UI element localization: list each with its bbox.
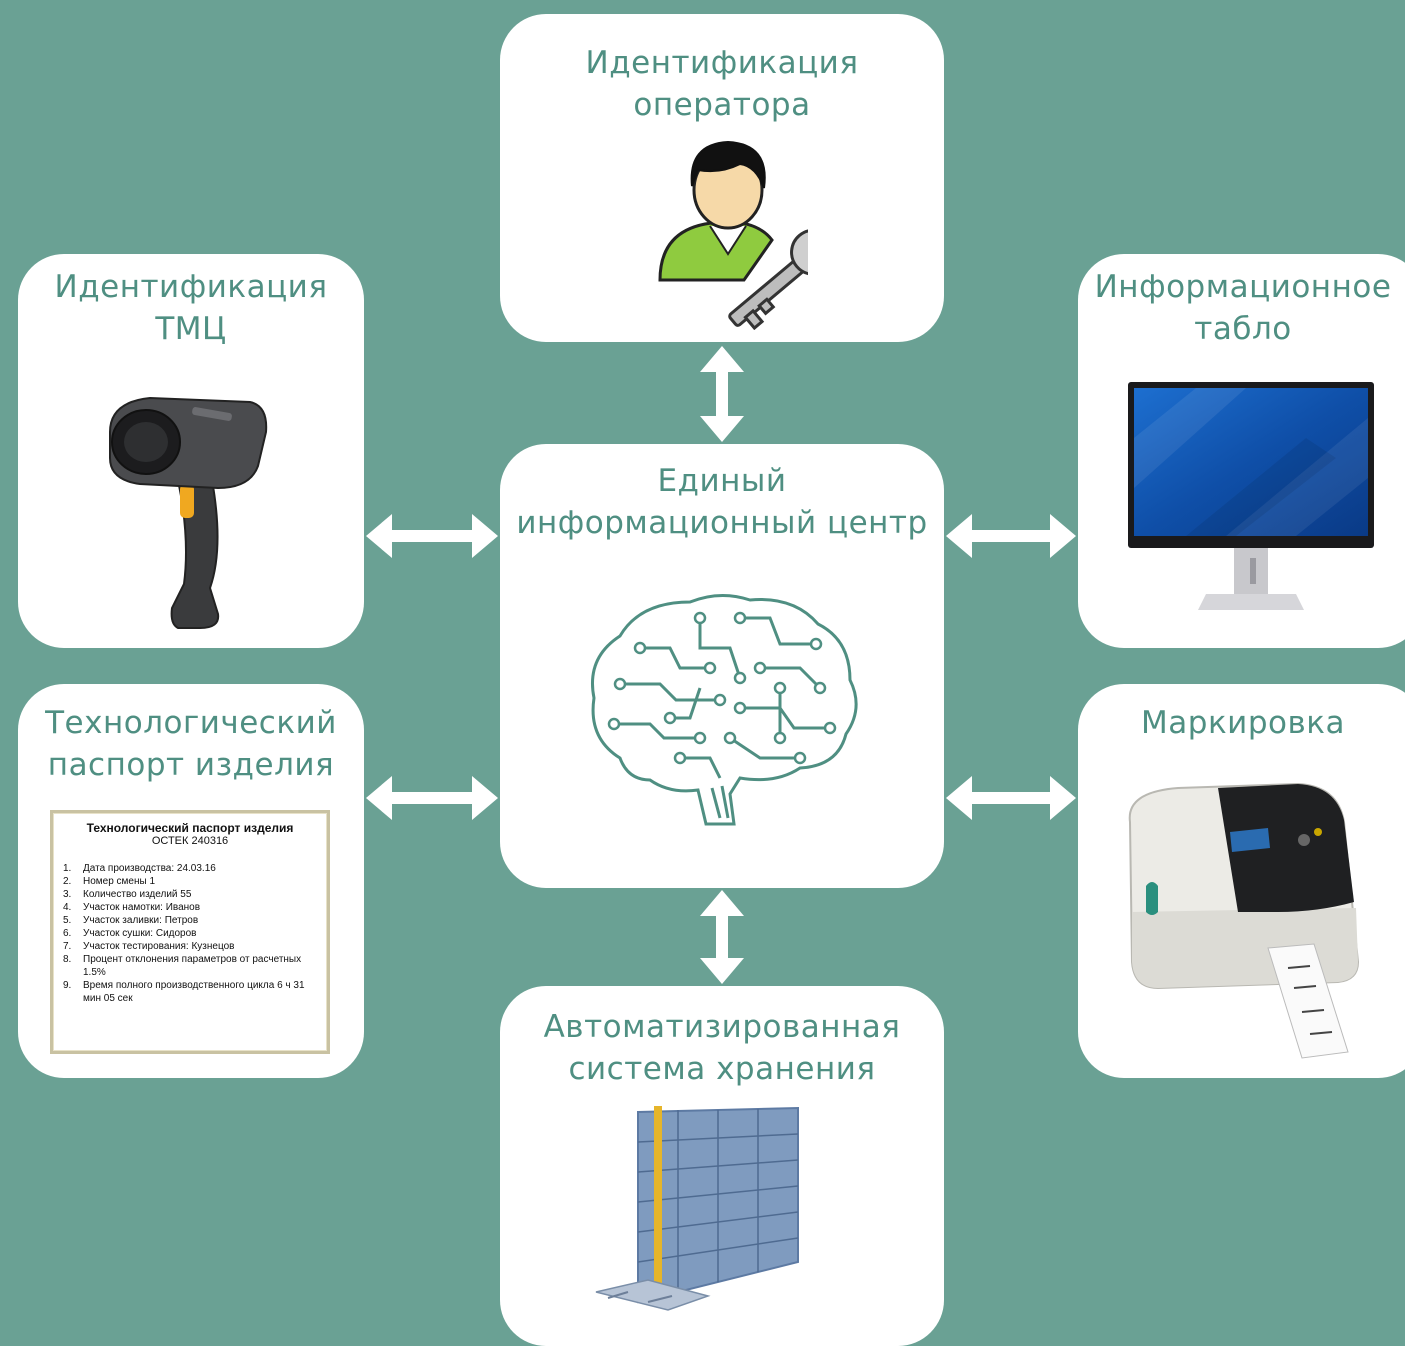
arrow-operator-center bbox=[700, 346, 744, 442]
operator-card: Идентификация оператора bbox=[500, 14, 944, 342]
barcode-scanner-icon bbox=[109, 396, 268, 629]
storage-card: Автоматизированная система хранения bbox=[500, 986, 944, 1346]
operator-title: Идентификация оператора bbox=[585, 45, 859, 123]
list-item: 4.Участок намотки: Иванов bbox=[63, 902, 201, 913]
list-item: 1.Дата производства: 24.03.16 bbox=[63, 863, 216, 874]
storage-title: Автоматизированная система хранения bbox=[543, 1009, 901, 1087]
marking-title: Маркировка bbox=[1141, 705, 1345, 741]
list-item: 5.Участок заливки: Петров bbox=[63, 915, 199, 926]
tmc-card: Идентификация ТМЦ bbox=[18, 254, 364, 648]
center-card: Единый информационный центр bbox=[500, 444, 944, 888]
display-card: Информационное табло bbox=[1078, 254, 1405, 648]
label-printer-icon bbox=[1128, 782, 1360, 1059]
passport-title: Технологический паспорт изделия bbox=[45, 705, 337, 783]
tmc-title: Идентификация ТМЦ bbox=[54, 269, 328, 347]
arrow-marking-center bbox=[946, 776, 1076, 820]
list-item: 3.Количество изделий 55 bbox=[63, 889, 192, 900]
list-item: 8.Процент отклонения параметров от расче… bbox=[63, 954, 302, 978]
arrow-storage-center bbox=[700, 890, 744, 984]
arrow-passport-center bbox=[366, 776, 498, 820]
monitor-icon bbox=[1128, 382, 1374, 610]
marking-card: Маркировка bbox=[1078, 684, 1405, 1078]
user-key-icon bbox=[658, 140, 808, 330]
storage-rack-icon bbox=[595, 1106, 799, 1311]
center-title: Единый информационный центр bbox=[516, 463, 928, 541]
list-item: 6.Участок сушки: Сидоров bbox=[63, 928, 197, 939]
passport-doc-list: 1.Дата производства: 24.03.16 2.Номер см… bbox=[63, 862, 317, 1005]
list-item: 7.Участок тестирования: Кузнецов bbox=[63, 941, 235, 952]
arrow-tmc-center bbox=[366, 514, 498, 558]
passport-doc-code: ОСТЕК 240316 bbox=[151, 835, 229, 847]
display-title: Информационное табло bbox=[1094, 269, 1392, 347]
passport-document: Технологический паспорт изделия ОСТЕК 24… bbox=[50, 810, 330, 1054]
passport-doc-title: Технологический паспорт изделия bbox=[86, 821, 294, 835]
list-item: 9.Время полного производственного цикла … bbox=[63, 980, 305, 1004]
list-item: 2.Номер смены 1 bbox=[63, 876, 156, 887]
circuit-brain-icon bbox=[591, 594, 858, 826]
arrow-display-center bbox=[946, 514, 1076, 558]
